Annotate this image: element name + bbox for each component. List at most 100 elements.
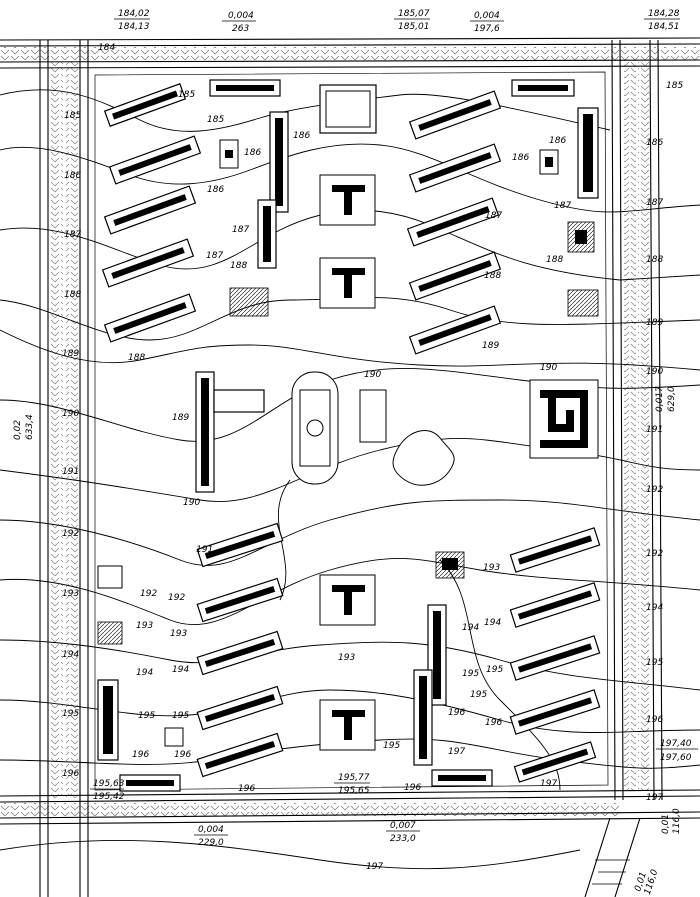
slope-left: 0,02 633,4 bbox=[13, 414, 35, 440]
svg-text:0,004: 0,004 bbox=[228, 11, 254, 21]
svg-text:186: 186 bbox=[207, 185, 224, 195]
slope-bottom-left: 0,004 229,0 bbox=[194, 825, 228, 848]
svg-text:187: 187 bbox=[554, 201, 571, 211]
svg-text:190: 190 bbox=[646, 367, 663, 377]
svg-text:184: 184 bbox=[98, 43, 115, 53]
svg-text:196: 196 bbox=[238, 784, 255, 794]
svg-text:196: 196 bbox=[448, 708, 465, 718]
svg-text:0,004: 0,004 bbox=[198, 825, 224, 835]
svg-text:196: 196 bbox=[62, 769, 79, 779]
svg-text:193: 193 bbox=[62, 589, 79, 599]
svg-text:194: 194 bbox=[462, 623, 479, 633]
svg-text:195: 195 bbox=[462, 669, 479, 679]
svg-text:0,004: 0,004 bbox=[474, 11, 500, 21]
svg-text:197: 197 bbox=[646, 793, 663, 803]
svg-text:190: 190 bbox=[540, 363, 557, 373]
svg-text:189: 189 bbox=[482, 341, 499, 351]
svg-text:195: 195 bbox=[383, 741, 400, 751]
svg-text:195,63: 195,63 bbox=[93, 779, 125, 789]
svg-text:192: 192 bbox=[140, 589, 157, 599]
svg-text:191: 191 bbox=[196, 545, 213, 555]
svg-text:116,0: 116,0 bbox=[672, 808, 682, 834]
elevation-bottom-left: 195,63 195,42 bbox=[90, 779, 125, 802]
elevation-bottom-right: 197,40 197,60 bbox=[656, 739, 698, 763]
svg-text:196: 196 bbox=[404, 783, 421, 793]
perimeter-roads bbox=[0, 37, 700, 897]
svg-text:197: 197 bbox=[366, 862, 383, 872]
svg-text:188: 188 bbox=[484, 271, 501, 281]
svg-text:190: 190 bbox=[364, 370, 381, 380]
svg-text:185: 185 bbox=[178, 90, 195, 100]
svg-text:187: 187 bbox=[64, 230, 81, 240]
svg-text:233,0: 233,0 bbox=[390, 834, 416, 844]
svg-text:195: 195 bbox=[62, 709, 79, 719]
svg-text:194: 194 bbox=[136, 668, 153, 678]
svg-text:194: 194 bbox=[484, 618, 501, 628]
svg-text:191: 191 bbox=[62, 467, 79, 477]
svg-text:196: 196 bbox=[485, 718, 502, 728]
svg-text:196: 196 bbox=[174, 750, 191, 760]
svg-text:197,6: 197,6 bbox=[474, 24, 500, 34]
svg-text:184,28: 184,28 bbox=[648, 9, 680, 19]
svg-text:195: 195 bbox=[138, 711, 155, 721]
svg-text:0,007: 0,007 bbox=[390, 821, 416, 831]
svg-text:189: 189 bbox=[646, 318, 663, 328]
svg-text:187: 187 bbox=[232, 225, 249, 235]
contour-labels: 184 185 185 185 185 186 186 186 186 186 … bbox=[62, 43, 683, 872]
svg-text:263: 263 bbox=[232, 24, 249, 34]
svg-text:187: 187 bbox=[646, 198, 663, 208]
svg-text:188: 188 bbox=[646, 255, 663, 265]
svg-text:193: 193 bbox=[170, 629, 187, 639]
slope-right: 0,017 629,0 bbox=[655, 386, 677, 412]
svg-text:194: 194 bbox=[646, 603, 663, 613]
svg-text:195,65: 195,65 bbox=[338, 786, 370, 796]
svg-text:189: 189 bbox=[62, 349, 79, 359]
svg-text:196: 196 bbox=[132, 750, 149, 760]
residential-blocks bbox=[97, 79, 601, 792]
svg-text:186: 186 bbox=[646, 138, 663, 148]
svg-text:187: 187 bbox=[485, 211, 502, 221]
svg-text:197,60: 197,60 bbox=[660, 753, 692, 763]
svg-text:229,0: 229,0 bbox=[198, 838, 224, 848]
svg-text:0,017: 0,017 bbox=[655, 386, 665, 412]
tower-block-east bbox=[529, 379, 599, 459]
tower-block-mid bbox=[319, 257, 376, 309]
svg-text:116,0: 116,0 bbox=[643, 868, 661, 896]
svg-text:629,0: 629,0 bbox=[667, 386, 677, 412]
svg-text:195,77: 195,77 bbox=[338, 773, 370, 783]
elevation-top-right: 184,28 184,51 bbox=[644, 9, 680, 32]
svg-text:633,4: 633,4 bbox=[25, 414, 35, 440]
svg-text:193: 193 bbox=[483, 563, 500, 573]
svg-text:184,51: 184,51 bbox=[648, 22, 680, 32]
svg-text:185: 185 bbox=[207, 115, 224, 125]
svg-text:196: 196 bbox=[646, 715, 663, 725]
svg-text:188: 188 bbox=[546, 255, 563, 265]
svg-text:195: 195 bbox=[172, 711, 189, 721]
svg-text:185,01: 185,01 bbox=[398, 22, 430, 32]
slope-bottom-center: 0,007 233,0 bbox=[386, 821, 420, 844]
svg-text:186: 186 bbox=[64, 171, 81, 181]
svg-text:193: 193 bbox=[136, 621, 153, 631]
svg-text:194: 194 bbox=[62, 650, 79, 660]
svg-text:185: 185 bbox=[666, 81, 683, 91]
svg-text:195: 195 bbox=[646, 658, 663, 668]
svg-text:197: 197 bbox=[540, 779, 557, 789]
elevation-top-center: 185,07 185,01 bbox=[394, 9, 430, 32]
svg-text:186: 186 bbox=[512, 153, 529, 163]
elevation-bottom-center: 195,77 195,65 bbox=[334, 773, 370, 796]
svg-text:188: 188 bbox=[230, 261, 247, 271]
svg-text:197: 197 bbox=[448, 747, 465, 757]
slope-top-left: 0,004 263 bbox=[222, 11, 256, 34]
svg-text:185,07: 185,07 bbox=[398, 9, 430, 19]
elevation-top-left: 184,02 184,13 bbox=[114, 9, 150, 32]
svg-text:184,13: 184,13 bbox=[118, 22, 150, 32]
svg-text:188: 188 bbox=[64, 290, 81, 300]
svg-text:184,02: 184,02 bbox=[118, 9, 150, 19]
svg-text:193: 193 bbox=[338, 653, 355, 663]
svg-text:194: 194 bbox=[172, 665, 189, 675]
svg-text:190: 190 bbox=[183, 498, 200, 508]
svg-text:197,40: 197,40 bbox=[660, 739, 692, 749]
svg-text:0,01: 0,01 bbox=[661, 814, 671, 834]
tower-block-south-2 bbox=[319, 699, 376, 751]
